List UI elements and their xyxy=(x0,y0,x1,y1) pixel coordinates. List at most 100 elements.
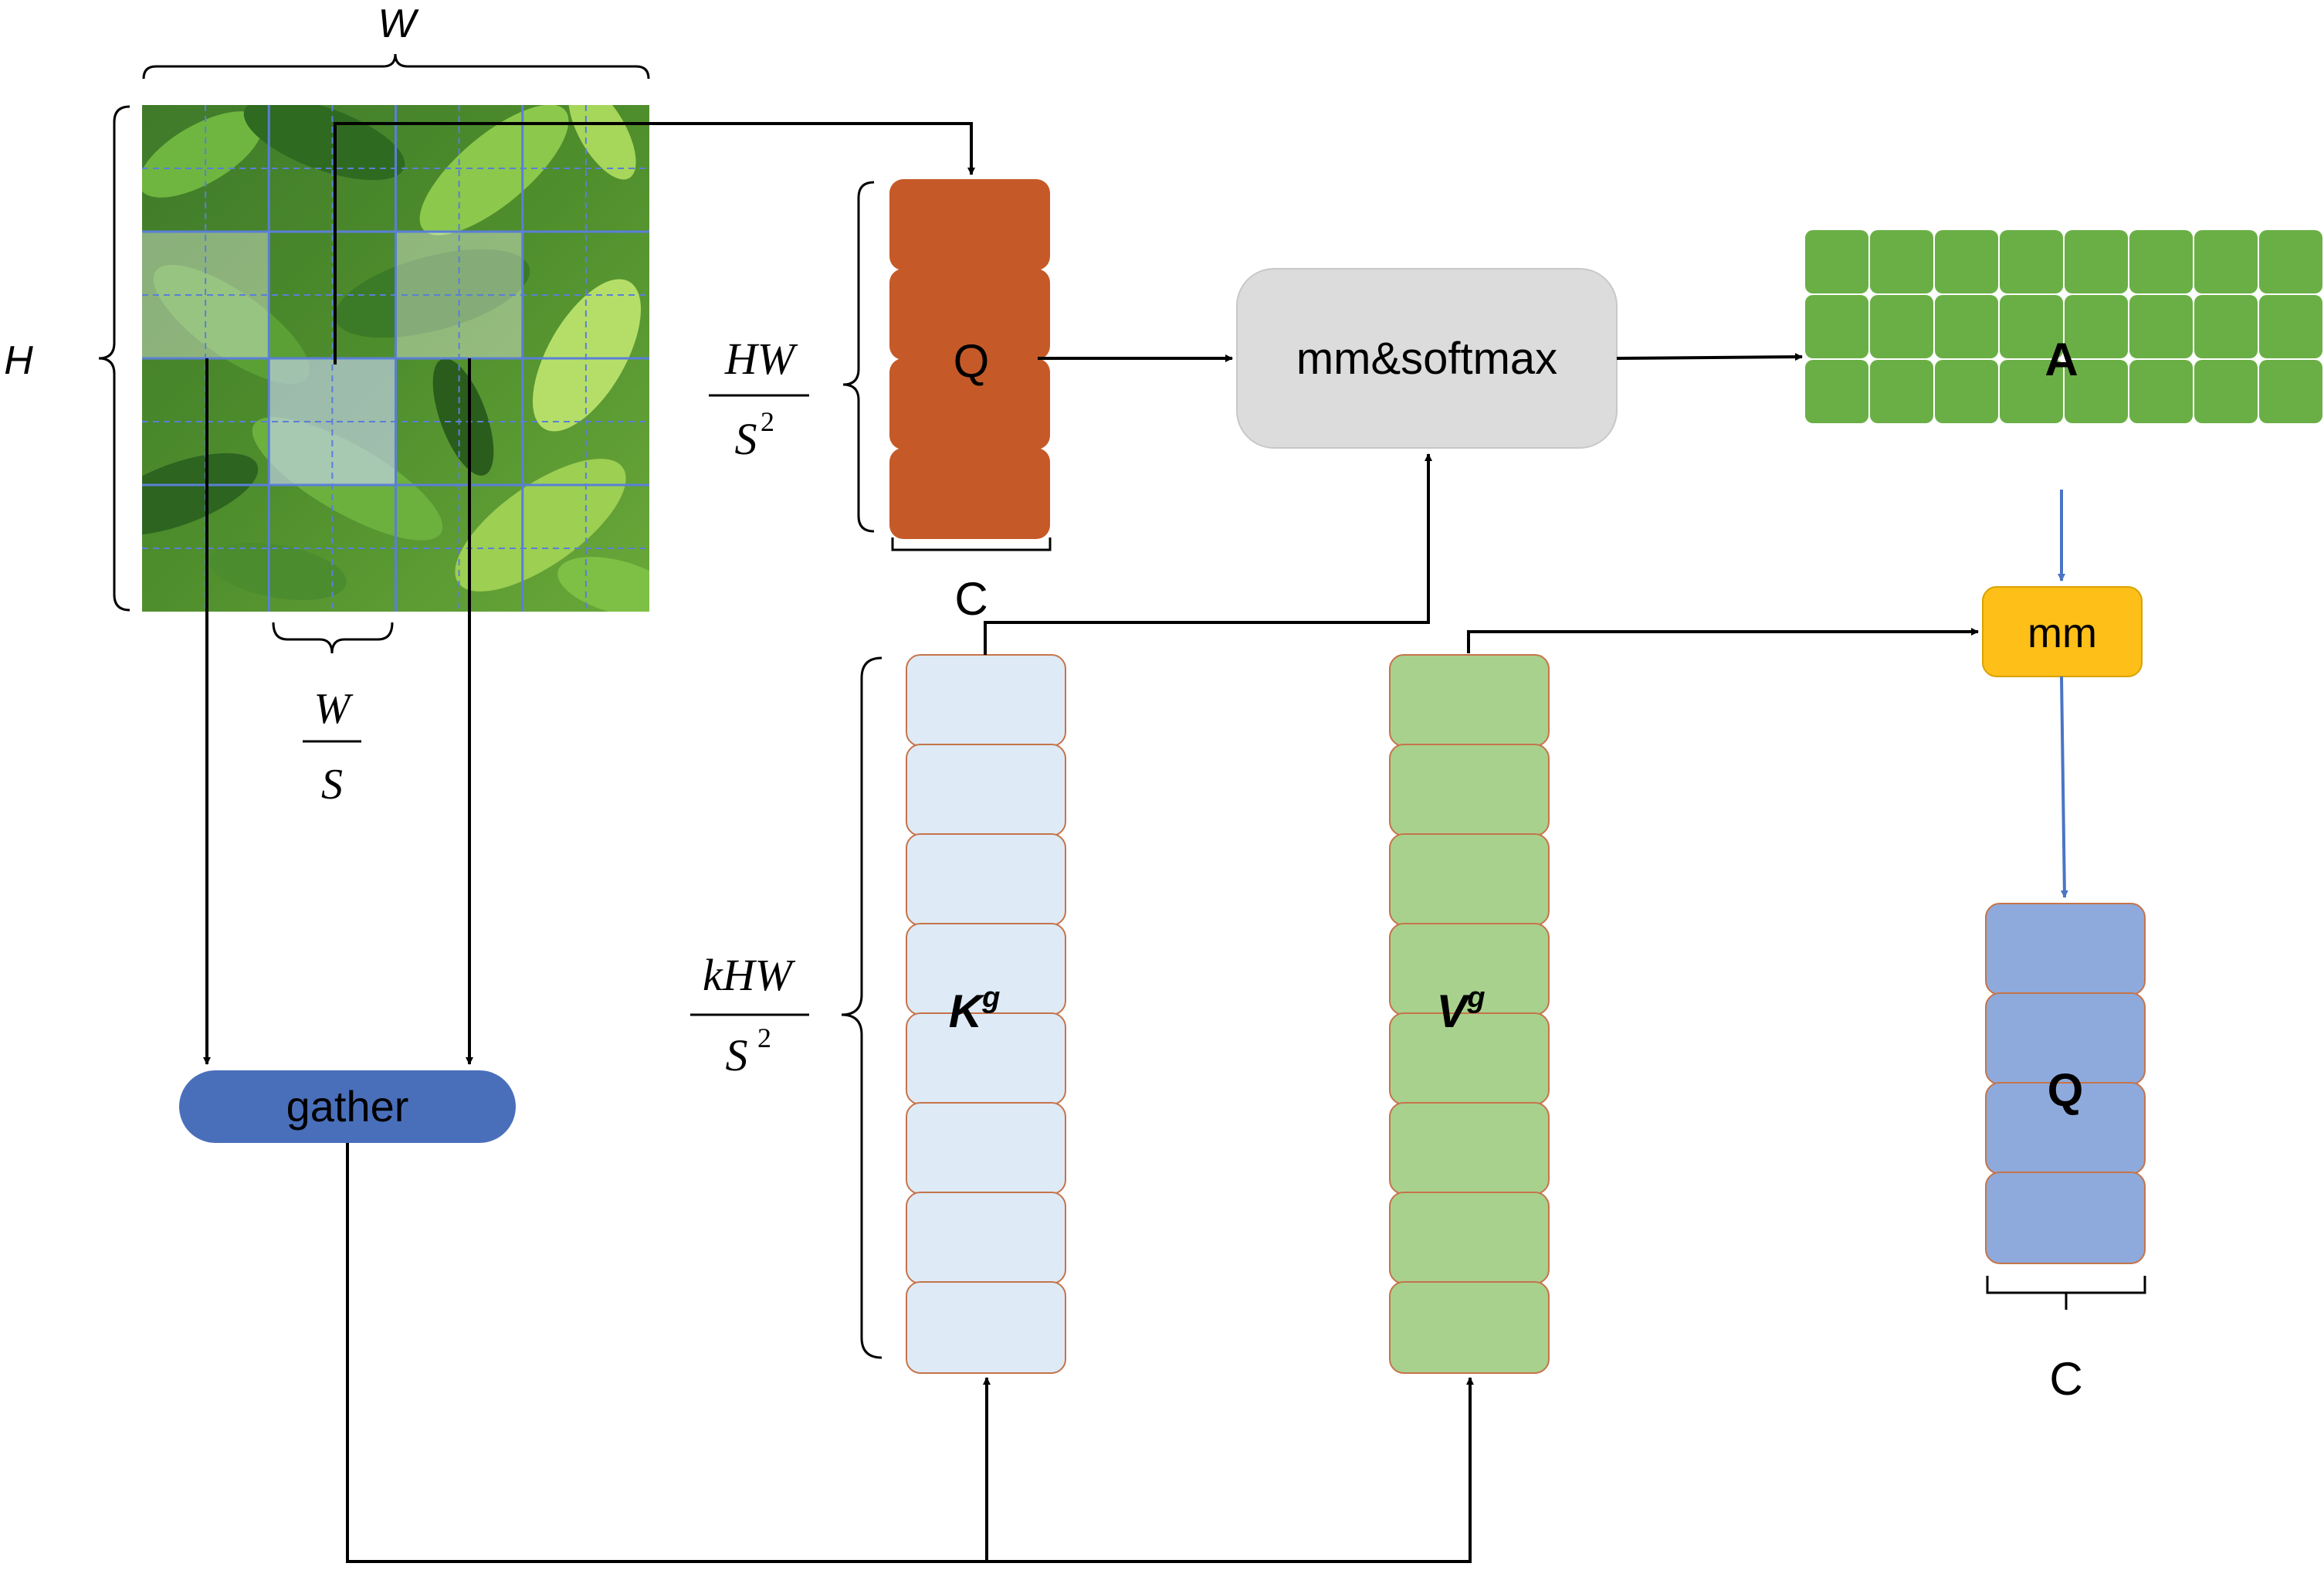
attention-cell xyxy=(2129,360,2193,423)
attention-cell-dot xyxy=(1932,292,1936,297)
value-cell xyxy=(1389,1281,1550,1374)
key-label-main: K xyxy=(949,985,985,1037)
attention-cells xyxy=(1805,230,2322,423)
arrow-gather-to-key xyxy=(346,1143,991,1563)
value-block: Vg xyxy=(1389,654,1550,1374)
key-cell xyxy=(906,1012,1066,1105)
mm-node: mm xyxy=(1982,586,2143,677)
height-bracket xyxy=(98,105,130,612)
query-width-bracket xyxy=(891,537,1052,551)
key-label-superscript: g xyxy=(981,982,1000,1014)
value-label-main: V xyxy=(1436,985,1471,1037)
attention-cell xyxy=(2065,230,2128,293)
mm-softmax-label: mm&softmax xyxy=(1296,334,1557,384)
attention-cell xyxy=(2194,360,2258,423)
image-patch: W H W S xyxy=(4,2,650,809)
arrow-mm-softmax-to-attention xyxy=(1616,353,1803,361)
height-label: H xyxy=(4,338,33,383)
query-width-label: C xyxy=(954,573,988,625)
attention-cell xyxy=(1870,230,1933,293)
output-block: Q C xyxy=(1985,903,2146,1405)
value-cell xyxy=(1389,833,1550,926)
attention-cell xyxy=(1805,230,1868,293)
attention-cell-dot xyxy=(2126,292,2131,297)
attention-cell xyxy=(2129,230,2193,293)
gather-label: gather xyxy=(286,1082,409,1131)
query-label: Q xyxy=(954,335,990,387)
query-height-denominator: S xyxy=(735,414,757,464)
attention-cell-dot xyxy=(2256,292,2261,297)
output-width-bracket xyxy=(1986,1276,2146,1310)
arrow-gather-to-value xyxy=(987,1377,1474,1563)
value-label-superscript: g xyxy=(1466,982,1485,1014)
value-cell xyxy=(1389,1192,1550,1284)
attention-cell xyxy=(1805,360,1868,423)
attention-cell xyxy=(1805,295,1868,358)
attention-cell-dot xyxy=(1932,357,1936,361)
key-cells xyxy=(906,654,1066,1374)
attention-cell xyxy=(2000,295,2063,358)
attention-cell xyxy=(2065,360,2128,423)
connectors xyxy=(203,122,2068,1563)
query-height-exponent: 2 xyxy=(761,406,774,437)
key-cell xyxy=(906,1281,1066,1374)
key-height-bracket xyxy=(841,656,883,1359)
gather-node: gather xyxy=(179,1070,516,1143)
key-label: Kg xyxy=(949,982,1001,1037)
key-cell xyxy=(906,744,1066,836)
attention-cell xyxy=(2000,360,2063,423)
attention-cell-dot xyxy=(2191,292,2196,297)
arrow-key-to-mm-softmax xyxy=(984,453,1432,655)
value-cell xyxy=(1389,654,1550,747)
key-cell xyxy=(906,654,1066,747)
attention-cell-dot xyxy=(2256,357,2261,361)
attention-cell-dot xyxy=(1867,357,1872,361)
value-cell xyxy=(1389,744,1550,836)
value-cell xyxy=(1389,1012,1550,1105)
value-cell xyxy=(1389,1102,1550,1195)
query-block: HW S 2 Q C xyxy=(709,179,1052,625)
attention-cell xyxy=(1935,295,1998,358)
query-cell xyxy=(889,358,1050,449)
key-cell xyxy=(906,1192,1066,1284)
attention-cell xyxy=(2129,295,2193,358)
gather-box xyxy=(179,1070,516,1143)
mm-label: mm xyxy=(2028,610,2097,656)
query-cell xyxy=(889,179,1050,270)
attention-cell xyxy=(2194,230,2258,293)
value-cells xyxy=(1389,654,1550,1374)
query-cell xyxy=(889,269,1050,360)
attention-cell xyxy=(1870,360,1933,423)
key-cell xyxy=(906,833,1066,926)
width-label: W xyxy=(378,2,419,46)
mm-softmax-node: mm&softmax xyxy=(1236,268,1618,449)
arrow-mm-to-output xyxy=(2060,676,2068,898)
attention-cell xyxy=(1870,295,1933,358)
query-height-bracket xyxy=(842,181,875,533)
output-cell xyxy=(1985,1172,2146,1264)
attention-cell xyxy=(1935,360,1998,423)
key-height-denominator: S xyxy=(726,1030,748,1080)
attention-cell xyxy=(2259,230,2322,293)
attention-label: A xyxy=(2045,334,2078,385)
value-label: Vg xyxy=(1436,982,1485,1037)
output-label: Q xyxy=(2048,1064,2084,1116)
attention-cell-dot xyxy=(2061,292,2066,297)
region-size-denominator: S xyxy=(321,761,343,809)
key-height-exponent: 2 xyxy=(757,1022,771,1053)
region-size-bracket xyxy=(272,622,394,654)
output-cell xyxy=(1985,903,2146,995)
attention-cell xyxy=(2259,295,2322,358)
attention-cell-dot xyxy=(2191,357,2196,361)
attention-cell xyxy=(2065,295,2128,358)
attention-matrix: A xyxy=(1805,230,2322,423)
attention-cell-dot xyxy=(1997,357,2001,361)
attention-cell xyxy=(1935,230,1998,293)
key-block: kHW S 2 Kg xyxy=(690,654,1066,1374)
query-cell xyxy=(889,448,1050,539)
key-height-numerator: kHW xyxy=(703,950,796,1000)
arrow-image-to-query xyxy=(334,122,975,365)
attention-cell-dot xyxy=(1867,292,1872,297)
attention-cell xyxy=(2000,230,2063,293)
